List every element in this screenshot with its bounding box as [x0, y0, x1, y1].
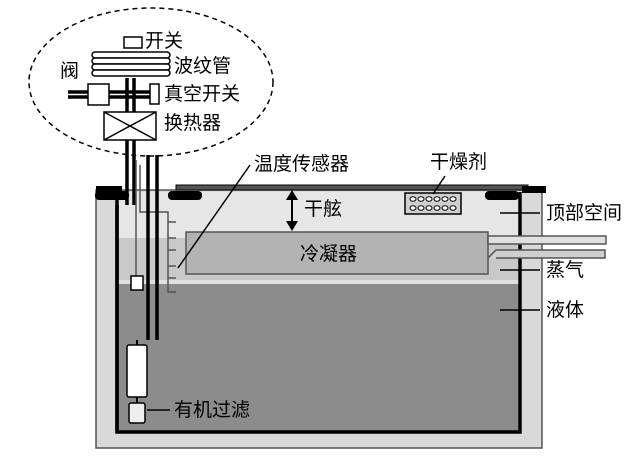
bellows-icon	[91, 51, 171, 77]
lid-gasket-left-2	[168, 191, 202, 200]
lid-main	[175, 184, 529, 191]
filter-cartridge	[128, 402, 146, 424]
bellows-label: 波纹管	[174, 55, 232, 77]
desiccant-label: 干燥剂	[430, 151, 488, 173]
vacuum-switch-label: 真空开关	[164, 83, 241, 105]
organic-filter-label: 有机过滤	[174, 399, 251, 421]
desiccant-pack	[404, 192, 462, 215]
lid-left	[96, 186, 122, 193]
condenser-label: 冷凝器	[300, 243, 358, 265]
desiccant-beads	[409, 196, 457, 211]
switch-icon	[123, 36, 143, 49]
vacuum-switch-icon	[149, 83, 160, 105]
desiccant-leader	[432, 175, 446, 195]
probe-tip	[130, 275, 144, 291]
valve-piping	[68, 78, 150, 112]
valve-label: 阀	[60, 60, 80, 82]
ullage-label: 干舷	[304, 198, 343, 220]
condenser	[185, 231, 489, 275]
filter-housing	[126, 344, 148, 398]
condenser-pipe-upper	[487, 235, 607, 245]
liquid-zone	[117, 282, 520, 432]
liquid-label: 液体	[546, 299, 585, 321]
headspace-label: 顶部空间	[546, 202, 623, 224]
heat-exchanger-label: 换热器	[164, 112, 222, 134]
condenser-pipe-lower	[487, 249, 606, 259]
temperature-sensor-label: 温度传感器	[254, 153, 350, 175]
temperature-sensor-brackets	[139, 165, 176, 293]
switch-label: 开关	[145, 30, 184, 52]
heat-exchanger-tubes	[115, 140, 159, 432]
detail-callout	[28, 7, 274, 157]
lid-gasket-right	[485, 191, 519, 200]
freeboard-arrow	[286, 190, 298, 231]
temperature-sensor-leader	[177, 164, 251, 269]
lid-right	[522, 186, 546, 193]
lid-gasket-left-1	[95, 191, 129, 200]
vapor-label: 蒸气	[546, 259, 585, 281]
valve-body-icon	[87, 83, 110, 106]
